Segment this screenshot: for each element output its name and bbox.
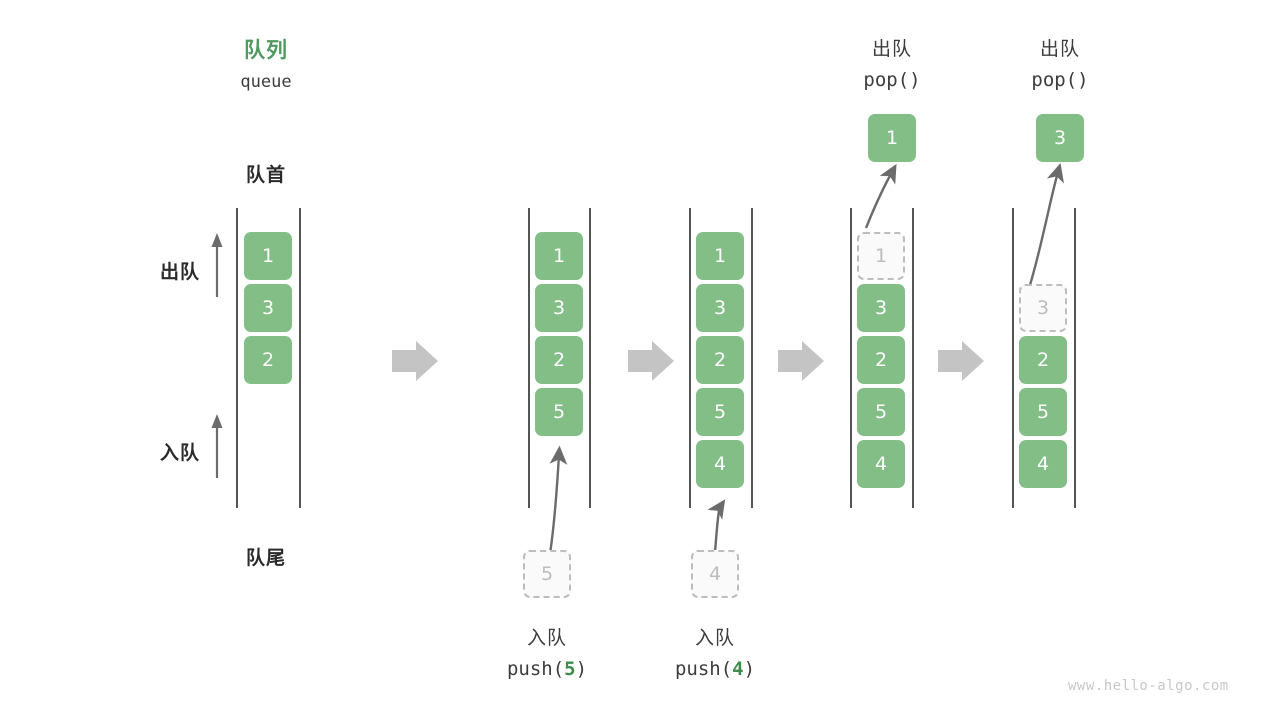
stage-1-rail-left: [236, 208, 238, 508]
pop-label-cn: 出队: [1039, 39, 1080, 60]
popped-cell: 1: [868, 114, 916, 162]
pop-arrow-1: [864, 163, 897, 229]
pop-arrow-3: [1028, 162, 1064, 286]
pending-push-cell: 4: [691, 550, 739, 598]
queue-cell: 2: [535, 336, 583, 384]
pending-push-cell: 5: [523, 550, 571, 598]
stage-5-rail-right: [1074, 208, 1076, 508]
stage-3-rail-right: [751, 208, 753, 508]
flow-arrow-4: [938, 341, 984, 381]
stage-5-rail-left: [1012, 208, 1014, 508]
pop-label-code: pop(): [1031, 69, 1089, 91]
stage-4-rail-left: [850, 208, 852, 508]
queue-cell: 5: [696, 388, 744, 436]
queue-cell: 3: [696, 284, 744, 332]
push-label-cn: 入队: [694, 628, 735, 649]
queue-cell: 2: [696, 336, 744, 384]
queue-front-label: 队首: [245, 165, 286, 186]
stage-4-rail-right: [912, 208, 914, 508]
popped-cell: 3: [1036, 114, 1084, 162]
queue-cell: 2: [1019, 336, 1067, 384]
queue-cell: 4: [1019, 440, 1067, 488]
queue-cell: 3: [857, 284, 905, 332]
pop-label-cn: 出队: [871, 39, 912, 60]
push-label-code: push(5): [506, 658, 588, 680]
dequeue-direction-arrow: [211, 233, 223, 297]
queue-cell: 5: [857, 388, 905, 436]
enqueue-direction-arrow: [211, 414, 223, 478]
watermark: www.hello-algo.com: [1068, 678, 1229, 694]
queue-cell: 1: [696, 232, 744, 280]
dequeue-side-label: 出队: [159, 262, 200, 283]
queue-cell: 2: [244, 336, 292, 384]
push-value: 4: [732, 658, 744, 680]
removed-cell-placeholder: 3: [1019, 284, 1067, 332]
queue-cell: 3: [535, 284, 583, 332]
stage-2-rail-right: [589, 208, 591, 508]
enqueue-side-label: 入队: [159, 443, 200, 464]
flow-arrow-3: [778, 341, 824, 381]
queue-cell: 3: [244, 284, 292, 332]
queue-cell-new: 4: [696, 440, 744, 488]
stage-1-rail-right: [299, 208, 301, 508]
diagram-title-cn: 队列: [244, 39, 288, 62]
queue-cell: 1: [244, 232, 292, 280]
push-value: 5: [564, 658, 576, 680]
queue-cell: 5: [1019, 388, 1067, 436]
queue-cell-new: 5: [535, 388, 583, 436]
stage-2-rail-left: [528, 208, 530, 508]
queue-cell: 1: [535, 232, 583, 280]
removed-cell-placeholder: 1: [857, 232, 905, 280]
queue-rear-label: 队尾: [245, 548, 286, 569]
pop-label-code: pop(): [863, 69, 921, 91]
queue-cell: 2: [857, 336, 905, 384]
push-arrow-5: [546, 445, 568, 566]
flow-arrow-1: [392, 341, 438, 381]
flow-arrow-2: [628, 341, 674, 381]
diagram-title-en: queue: [240, 72, 292, 92]
stage-3-rail-left: [689, 208, 691, 508]
queue-cell: 4: [857, 440, 905, 488]
push-label-code: push(4): [674, 658, 756, 680]
push-label-cn: 入队: [526, 628, 567, 649]
